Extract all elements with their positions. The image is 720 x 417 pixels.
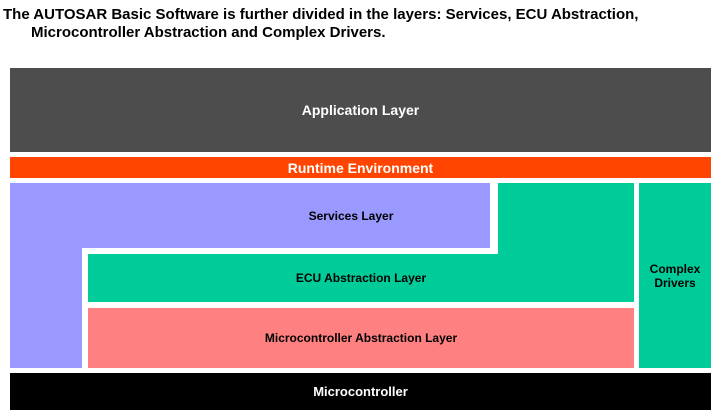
microcontroller-bar: Microcontroller	[10, 373, 711, 410]
services-layer-label: Services Layer	[308, 208, 394, 223]
caption-line-2: Microcontroller Abstraction and Complex …	[31, 23, 386, 41]
runtime-environment-bar: Runtime Environment	[10, 157, 711, 178]
application-layer-label: Application Layer	[301, 102, 420, 118]
services-layer-shape-main	[10, 183, 490, 248]
microcontroller-abstraction-layer-box: Microcontroller Abstraction Layer	[88, 308, 634, 368]
complex-drivers-box: Complex Drivers	[639, 183, 711, 368]
complex-drivers-label: Complex Drivers	[649, 261, 701, 290]
ecu-abstraction-layer-box: ECU Abstraction Layer	[88, 254, 634, 302]
caption-line-1: The AUTOSAR Basic Software is further di…	[3, 6, 639, 23]
microcontroller-label: Microcontroller	[313, 384, 408, 399]
ecu-abstraction-layer-label: ECU Abstraction Layer	[295, 271, 427, 285]
services-layer-label-area: Services Layer	[0, 183, 702, 248]
application-layer-box: Application Layer	[10, 68, 711, 152]
figure-caption: The AUTOSAR Basic Software is further di…	[3, 6, 638, 41]
services-layer-shape-arm	[10, 248, 82, 368]
runtime-environment-label: Runtime Environment	[287, 159, 434, 176]
microcontroller-abstraction-layer-label: Microcontroller Abstraction Layer	[264, 331, 458, 345]
